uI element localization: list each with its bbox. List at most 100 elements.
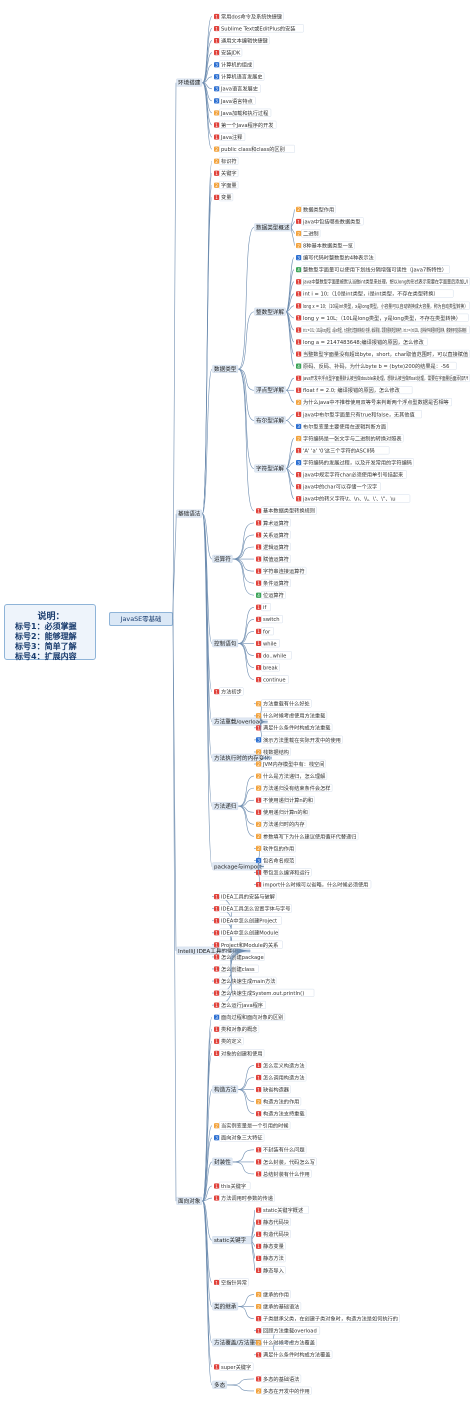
- branch-topic[interactable]: 浮点型详解: [254, 386, 286, 394]
- branch-topic[interactable]: 运算符: [212, 554, 233, 563]
- branch-topic[interactable]: 环境搭建: [176, 78, 203, 87]
- branch-topic[interactable]: 数据类型: [212, 364, 239, 373]
- branch-topic[interactable]: 多态: [212, 1380, 227, 1389]
- branch-topic[interactable]: 整数型详解: [254, 307, 286, 316]
- branch-topic[interactable]: 面向对象: [176, 1196, 203, 1205]
- branch-topic[interactable]: 控制语句: [212, 639, 239, 647]
- branch-topic[interactable]: 基础语法: [176, 509, 203, 518]
- branch-topic[interactable]: 封装性: [212, 1157, 233, 1166]
- branch-topic[interactable]: 类的继承: [212, 1302, 239, 1310]
- branch-topic[interactable]: static关键字: [212, 1236, 252, 1244]
- branch-topic[interactable]: 布尔型详解: [254, 416, 286, 424]
- branch-topic[interactable]: package与import: [212, 862, 264, 870]
